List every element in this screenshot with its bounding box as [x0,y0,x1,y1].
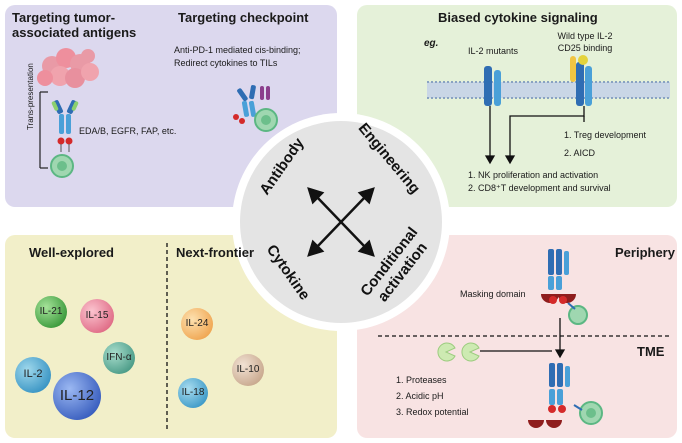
antigen-title: Targeting tumor-associated antigens [12,10,152,40]
antigen-antibody-icon [50,100,79,178]
il10-label: IL-10 [236,364,260,375]
checkpoint-antibody-icon [233,85,278,132]
il2-mutant-receptor-icon [484,66,501,106]
protease-icons [437,342,480,362]
il10-sphere [232,354,264,386]
trans-presentation-label: Trans-presentation [26,63,35,130]
eg-label: eg. [424,38,439,49]
condition-redox: 3. Redox potential [396,407,469,417]
well-explored-title: Well-explored [29,245,115,260]
ifn-alpha-label: IFN-α [106,352,132,363]
il21-label: IL-21 [39,306,63,317]
il12-label: IL-12 [59,387,95,404]
checkpoint-line1: Anti-PD-1 mediated cis-binding; [174,45,301,55]
biased-signaling-panel [357,5,677,207]
wildtype-il2-receptor-icon [570,55,592,106]
antigen-targets: EDA/B, EGFR, FAP, etc. [79,126,177,136]
biased-title: Biased cytokine signaling [438,10,598,25]
ifn-alpha-sphere [103,342,135,374]
tumor-cell-cluster-icon [37,48,99,88]
masking-domain-label: Masking domain [460,289,526,299]
il2-mutants-label: IL-2 mutants [468,46,519,56]
treg-label: 1. Treg development [564,130,647,140]
center-arrows [307,187,375,257]
il15-label: IL-15 [85,310,109,321]
il18-label: IL-18 [181,387,205,398]
il15-sphere [80,299,114,333]
antigen-title-text: Targeting tumor-associated antigens [12,10,137,40]
tme-title: TME [637,344,665,359]
cd8-label: 2. CD8⁺T development and survival [468,183,611,193]
conditional-activation-panel [357,235,677,438]
il24-sphere [181,308,213,340]
il24-label: IL-24 [185,318,209,329]
wildtype-line2: CD25 binding [557,43,613,53]
signaling-arrows [484,106,585,165]
cell-membrane [427,81,670,99]
trans-presentation-bracket [39,91,48,169]
il12-sphere [53,372,101,420]
periphery-title: Periphery [615,245,675,260]
checkpoint-line2: Redirect cytokines to TILs [174,58,278,68]
il18-sphere [178,378,208,408]
nk-label: 1. NK proliferation and activation [468,170,599,180]
masked-antibody-icon [541,249,588,325]
activation-arrows [480,318,566,359]
condition-acidic-ph: 2. Acidic pH [396,391,444,401]
activated-antibody-icon [528,363,603,428]
condition-protease: 1. Proteases [396,375,447,385]
wildtype-label: Wild type IL-2 CD25 binding [545,30,625,54]
checkpoint-title: Targeting checkpoint [178,10,309,25]
aicd-label: 2. AICD [564,148,596,158]
il2-sphere [15,357,51,393]
next-frontier-title: Next-frontier [176,245,255,260]
il2-label: IL-2 [23,368,43,380]
il21-sphere [35,296,67,328]
wildtype-line1: Wild type IL-2 [557,31,613,41]
